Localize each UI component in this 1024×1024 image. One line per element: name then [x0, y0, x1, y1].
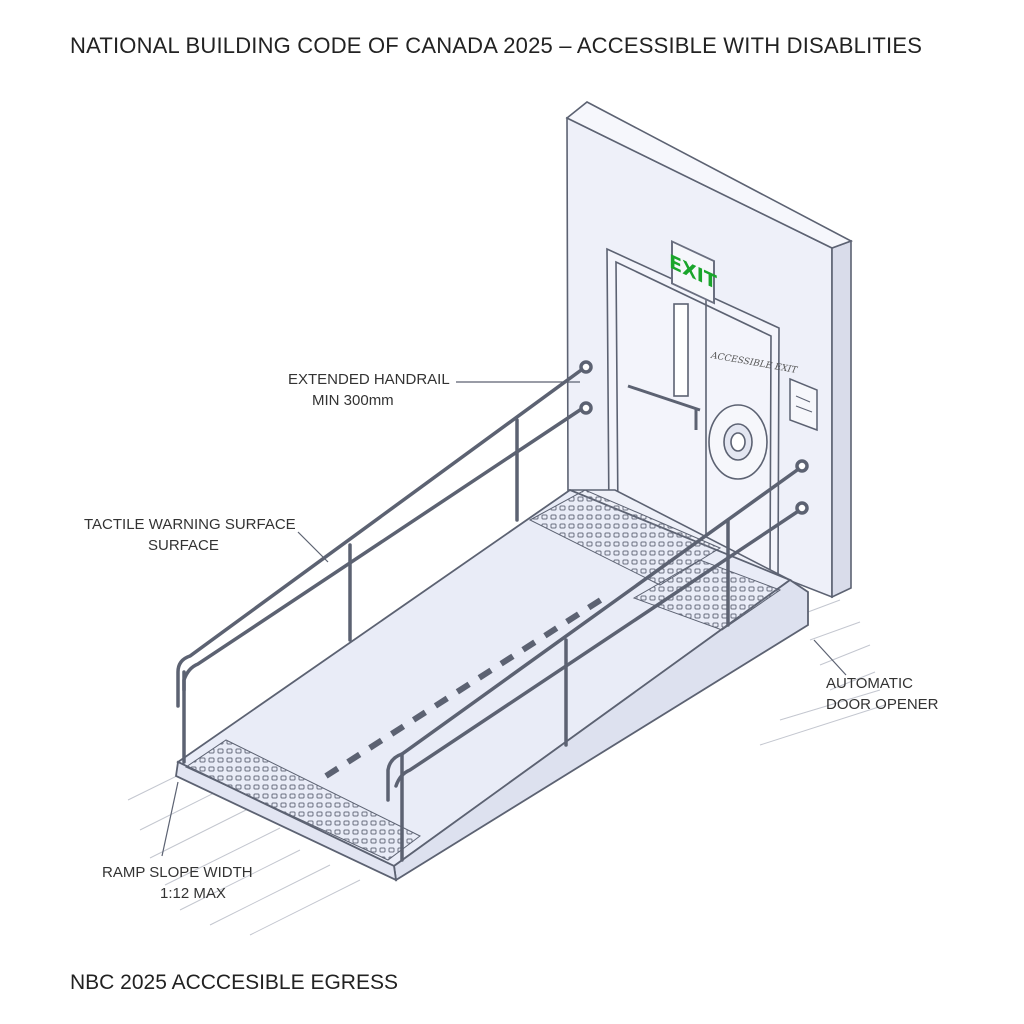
- handrail-callout-line1: EXTENDED HANDRAIL: [288, 371, 450, 388]
- door-opener-button: [708, 404, 768, 480]
- door: [606, 247, 780, 582]
- ramp-callout: RAMP SLOPE WIDTH 1:12 MAX: [102, 862, 253, 904]
- opener-callout-line2: DOOR OPENER: [826, 696, 939, 713]
- ramp-centerline: [324, 591, 612, 779]
- footer-caption: NBC 2025 ACCCESIBLE EGRESS: [70, 971, 398, 994]
- ground-hatching: [127, 599, 886, 936]
- opener-callout-line1: AUTOMATIC: [826, 675, 913, 692]
- ramp-callout-line1: RAMP SLOPE WIDTH: [102, 864, 253, 881]
- handrail-callout: EXTENDED HANDRAIL MIN 300mm: [288, 369, 450, 411]
- right-handrail: [386, 459, 809, 862]
- leader-lines: [161, 381, 847, 857]
- ramp-callout-line2: 1:12 MAX: [160, 885, 226, 902]
- tactile-callout-line1: TACTILE WARNING SURFACE: [84, 516, 296, 533]
- handrail-callout-line2: MIN 300mm: [312, 392, 394, 409]
- opener-callout: AUTOMATIC DOOR OPENER: [826, 673, 939, 715]
- wall-panel: [789, 377, 818, 432]
- left-handrail: [176, 360, 593, 764]
- tactile-callout: TACTILE WARNING SURFACE SURFACE: [84, 514, 296, 556]
- page-title: NATIONAL BUILDING CODE OF CANADA 2025 – …: [70, 33, 923, 58]
- tactile-callout-line2: SURFACE: [148, 537, 219, 554]
